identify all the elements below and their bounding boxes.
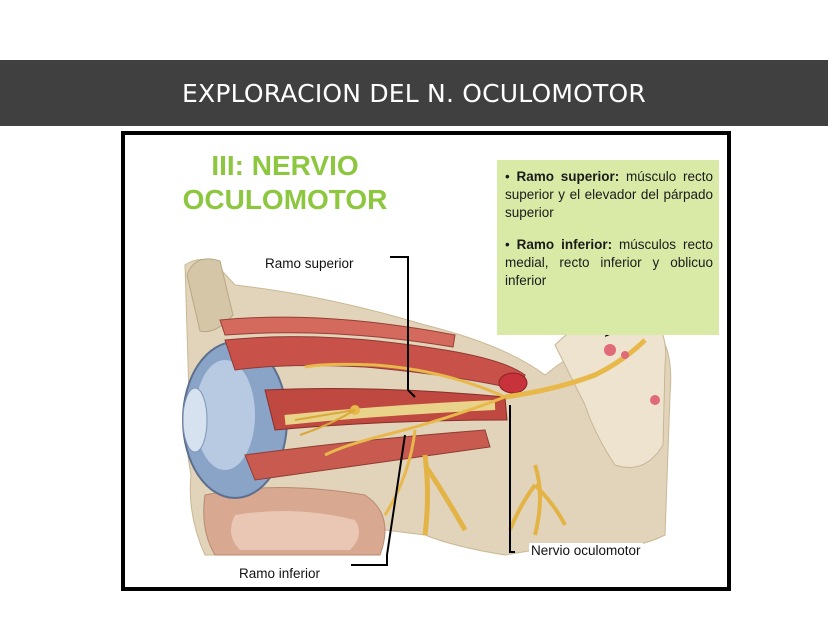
info-superior-text: músculo recto superior y el elevador del… xyxy=(505,169,713,220)
inferior-rectus-muscle xyxy=(244,429,491,481)
title-bar: EXPLORACION DEL N. OCULOMOTOR xyxy=(0,60,828,126)
leader-nervio-oculomotor xyxy=(509,405,515,553)
nucleus-3 xyxy=(650,395,660,405)
nerve-to-inferior-oblique xyxy=(383,429,417,516)
internal-carotid-artery xyxy=(498,372,528,394)
levator-muscle xyxy=(219,316,456,348)
bullet-inferior: • xyxy=(505,237,510,252)
bullet-superior: • xyxy=(505,169,510,184)
label-ramo-superior: Ramo superior xyxy=(263,256,356,271)
sinus-cavity xyxy=(231,511,359,550)
ciliary-nerves xyxy=(294,409,356,436)
info-inferior-text: músculos recto medial, recto inferior y … xyxy=(505,237,713,288)
info-superior: • Ramo superior: músculo recto superior … xyxy=(505,168,713,222)
lower-nerve-plexus xyxy=(508,464,567,536)
orbital-roof xyxy=(186,258,234,333)
trigeminal-branch xyxy=(422,454,468,536)
info-superior-term: Ramo superior: xyxy=(516,169,620,184)
nerve-heading: III: NERVIO OCULOMOTOR xyxy=(165,149,405,217)
branches-info-box: • Ramo superior: músculo recto superior … xyxy=(497,160,719,335)
oculomotor-nerve-trunk xyxy=(504,338,647,400)
slide-title: EXPLORACION DEL N. OCULOMOTOR xyxy=(182,78,646,108)
info-inferior-term: Ramo inferior: xyxy=(516,237,613,252)
leader-ramo-superior xyxy=(390,256,409,390)
eyeball-highlight xyxy=(195,360,255,470)
orbit-anatomy-illustration xyxy=(182,256,672,566)
label-ramo-inferior: Ramo inferior xyxy=(237,566,323,581)
nucleus-2 xyxy=(621,351,629,359)
info-inferior: • Ramo inferior: músculos recto medial, … xyxy=(505,236,713,290)
cornea xyxy=(182,387,208,453)
nerve-heading-line2: OCULOMOTOR xyxy=(182,184,388,215)
leader-ramo-inferior xyxy=(351,434,406,566)
nerve-heading-line1: III: NERVIO xyxy=(211,150,359,181)
nucleus-1 xyxy=(604,344,616,356)
inferior-branch xyxy=(324,395,506,457)
figure-frame: III: NERVIO OCULOMOTOR • Ramo superior: … xyxy=(121,131,731,591)
leader-ramo-superior-tip xyxy=(407,389,416,398)
label-nervio-oculomotor: Nervio oculomotor xyxy=(529,543,643,558)
superior-branch xyxy=(304,362,506,399)
